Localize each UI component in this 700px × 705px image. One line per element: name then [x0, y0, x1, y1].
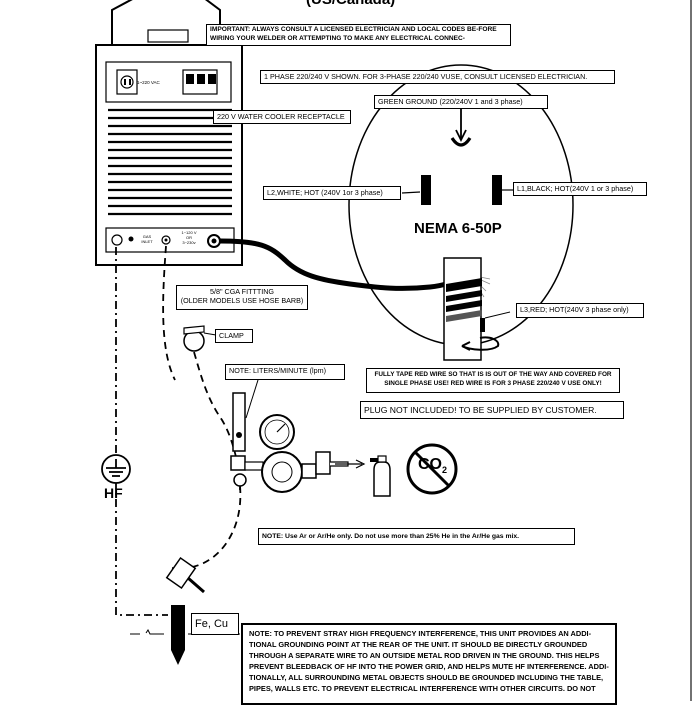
cga-line2: (OLDER MODELS USE HOSE BARB): [180, 296, 304, 305]
cga-line1: 5/8" CGA FITTTING: [209, 287, 275, 296]
panel-power-line2: OR: [186, 235, 192, 240]
note-line: THROUGH A SEPARATE WIRE TO AN OUTSIDE ME…: [249, 651, 600, 660]
tape-red-wire-note: FULLY TAPE RED WIRE SO THAT IS IS OUT OF…: [366, 368, 620, 393]
important-warning: IMPORTANT: ALWAYS CONSULT A LICENSED ELE…: [206, 24, 511, 46]
nema-label: NEMA 6-50P: [414, 220, 502, 237]
ground-rod-icon: [171, 605, 185, 665]
tape-line1: FULLY TAPE RED WIRE SO THAT IS IS OUT OF…: [374, 371, 612, 378]
panel-gas-inlet: GAS INLET: [141, 234, 153, 244]
plug-not-included-note: PLUG NOT INCLUDED! TO BE SUPPLIED BY CUS…: [360, 401, 624, 419]
note-line: TIONAL GROUNDING POINT AT THE REAR OF TH…: [249, 640, 588, 649]
note-line: PREVENT BLEEDBACK OF HF INTO THE POWER G…: [249, 662, 609, 671]
panel-power-line3: 3~230v: [182, 240, 196, 245]
ground-icon: [101, 454, 131, 484]
clamp-label: CLAMP: [215, 329, 253, 343]
hf-label: HF: [104, 485, 123, 501]
gas-cylinder-icon: [373, 461, 391, 497]
tape-line2: SINGLE PHASE USE! RED WIRE IS FOR 3 PHAS…: [384, 380, 602, 387]
panel-vac-label: 1~220 VAC: [137, 80, 160, 85]
prong-l2: [421, 175, 431, 205]
water-cooler-label: 220 V WATER COOLER RECEPTACLE: [213, 110, 351, 124]
flowmeter-tube: [232, 392, 246, 452]
work-clamp-icon: [165, 556, 197, 590]
green-ground-label: GREEN GROUND (220/240V 1 and 3 phase): [374, 95, 548, 109]
panel-power-line1: 1~120 V: [181, 230, 197, 235]
l2-label: L2,WHITE; HOT (240V 1or 3 phase): [263, 186, 401, 200]
co2-text: CO2: [418, 456, 447, 475]
note-line: NOTE: TO PREVENT STRAY HIGH FREQUENCY IN…: [249, 629, 592, 638]
cga-fitting-label: 5/8" CGA FITTTING (OLDER MODELS USE HOSE…: [176, 285, 308, 310]
co2-label: CO: [418, 456, 442, 473]
l1-label: L1,BLACK; HOT(240V 1 or 3 phase): [513, 182, 647, 196]
l3-label: L3,RED; HOT(240V 3 phase only): [516, 303, 644, 318]
page-heading: (US/Canada): [306, 0, 395, 8]
note-line: PIPES, WALLS ETC. TO PREVENT ELECTRICAL …: [249, 684, 596, 693]
liters-note: NOTE: LITERS/MINUTE (lpm): [225, 364, 345, 380]
fe-cu-label: Fe, Cu: [191, 613, 239, 635]
phase-note: 1 PHASE 220/240 V SHOWN. FOR 3-PHASE 220…: [260, 70, 615, 84]
co2-subscript: 2: [442, 465, 448, 476]
prong-l1: [492, 175, 502, 205]
note-line: TIONALLY, ALL SURROUNDING METAL OBJECTS …: [249, 673, 604, 682]
panel-power-label: 1~120 V OR 3~230v: [178, 230, 200, 245]
gas-mix-note: NOTE: Use Ar or Ar/He only. Do not use m…: [258, 528, 575, 545]
hf-grounding-note: NOTE: TO PREVENT STRAY HIGH FREQUENCY IN…: [241, 623, 617, 705]
